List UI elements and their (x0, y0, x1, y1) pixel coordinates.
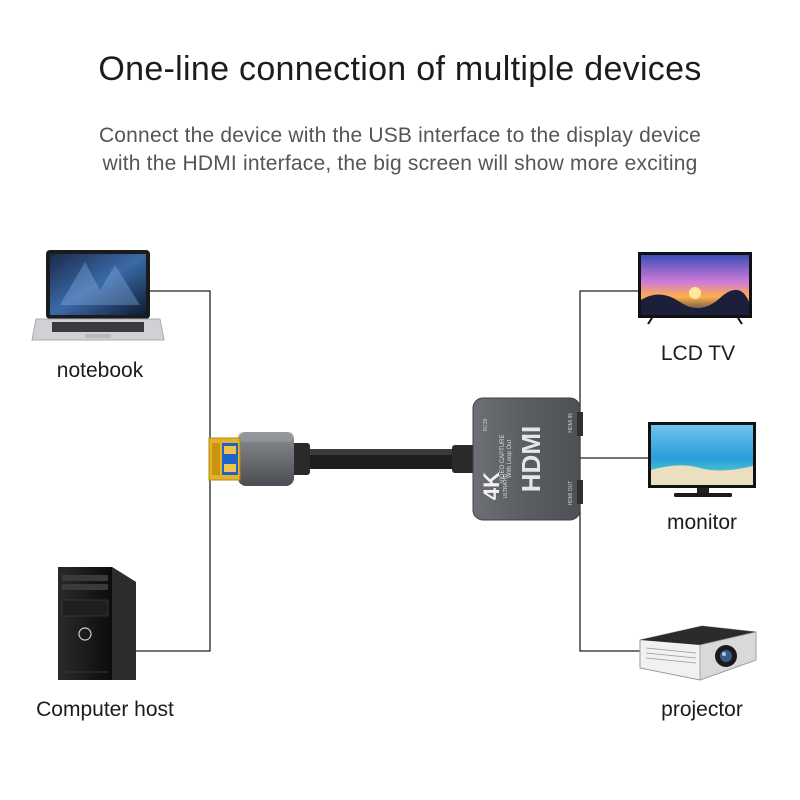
hdmi-logo-text: HDMI (516, 426, 546, 492)
page-title: One-line connection of multiple devices (98, 50, 702, 88)
notebook-label: notebook (57, 359, 144, 382)
port-out-label: HDMI OUT (568, 481, 574, 506)
adapter-line1: VIDEO CAPTURE (500, 434, 506, 483)
desktop-tower-icon (58, 567, 136, 680)
lcd-tv-label: LCD TV (661, 342, 735, 365)
line-right-bus (579, 290, 640, 652)
resolution-badge: 4K (479, 472, 504, 500)
monitor-label: monitor (667, 511, 737, 534)
port-in-label: HDMI IN (568, 413, 574, 433)
subtitle-line-2: with the HDMI interface, the big screen … (102, 152, 698, 175)
line-notebook (136, 290, 211, 652)
projector-label: projector (661, 698, 743, 721)
computer-host-label: Computer host (36, 698, 174, 721)
model-text: RC39 (483, 418, 489, 431)
projector-icon (639, 625, 757, 681)
tv-icon (638, 252, 752, 325)
badge-subtext: ULTRA HD (503, 473, 509, 498)
usb-plug-icon (208, 432, 294, 486)
usb-cable (290, 443, 478, 475)
subtitle-line-1: Connect the device with the USB interfac… (98, 124, 702, 147)
adapter-line2: With Loop Out (507, 439, 513, 478)
laptop-icon (31, 250, 165, 341)
hdmi-adapter: HDMI VIDEO CAPTURE With Loop Out 4K ULTR… (472, 397, 583, 521)
monitor-icon (648, 422, 756, 497)
